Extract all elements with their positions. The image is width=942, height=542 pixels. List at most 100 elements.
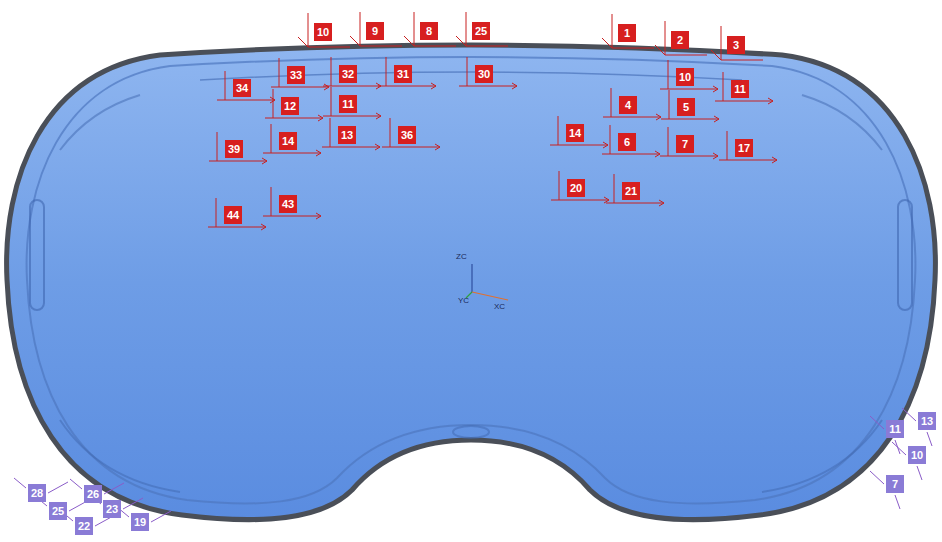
axis-line xyxy=(721,26,722,60)
axis-line xyxy=(559,171,560,200)
axis-line xyxy=(331,87,332,116)
axis-line xyxy=(551,200,609,201)
axis-line xyxy=(261,227,266,230)
axis-line xyxy=(659,200,664,203)
axis-line xyxy=(902,408,916,421)
axis-line xyxy=(656,114,661,117)
axis-line xyxy=(606,203,664,204)
axis-line xyxy=(324,87,329,90)
axis-line xyxy=(723,72,724,101)
axis-line xyxy=(263,153,321,154)
callout-number: 3 xyxy=(727,36,745,54)
axis-line xyxy=(316,150,321,153)
axis-line xyxy=(669,90,670,119)
axis-line xyxy=(768,101,773,104)
axis-line xyxy=(14,478,26,488)
axis-line xyxy=(917,466,922,480)
axis-line xyxy=(151,511,171,522)
axis-line xyxy=(655,45,665,55)
axis-line xyxy=(603,117,661,118)
axis-line xyxy=(713,89,718,92)
axis-line xyxy=(665,21,666,55)
callout-number: 7 xyxy=(676,135,694,153)
callout-number: 36 xyxy=(398,126,416,144)
axis-line xyxy=(404,36,414,46)
axis-line xyxy=(435,144,440,147)
axis-line xyxy=(512,86,517,89)
callout-number: 28 xyxy=(28,484,46,502)
axis-line xyxy=(375,144,380,147)
callout-number: 34 xyxy=(233,79,251,97)
axis-line xyxy=(612,14,613,48)
axis-line xyxy=(271,87,329,88)
axis-line xyxy=(512,83,517,86)
axis-line xyxy=(459,86,517,87)
axis-line xyxy=(466,12,467,46)
callout-number: 8 xyxy=(420,22,438,40)
callout-number: 25 xyxy=(472,22,490,40)
callout-number: 32 xyxy=(339,65,357,83)
callout-number: 2 xyxy=(671,31,689,49)
axis-label: ZC xyxy=(456,252,467,261)
axis-line xyxy=(316,213,321,216)
axis-line xyxy=(660,156,718,157)
callout-number: 14 xyxy=(279,132,297,150)
callout-number: 10 xyxy=(314,23,332,41)
axis-line xyxy=(378,86,436,87)
axis-line xyxy=(466,46,508,47)
axis-line xyxy=(123,498,143,509)
callout-number: 23 xyxy=(103,500,121,518)
axis-line xyxy=(550,145,608,146)
axis-line xyxy=(382,147,440,148)
axis-line xyxy=(262,158,267,161)
axis-line xyxy=(262,161,267,164)
axis-line xyxy=(265,118,323,119)
axis-line xyxy=(603,142,608,145)
axis-line xyxy=(350,36,360,46)
axis-line xyxy=(467,57,468,86)
axis-line xyxy=(225,71,226,100)
axis-line xyxy=(263,216,321,217)
axis-line xyxy=(721,60,763,61)
callout-number: 7 xyxy=(886,475,904,493)
axis-line xyxy=(602,154,660,155)
callout-number: 5 xyxy=(677,98,695,116)
axis-line xyxy=(208,227,266,228)
callout-number: 17 xyxy=(735,139,753,157)
axis-line xyxy=(330,118,331,147)
axis-line xyxy=(318,118,323,121)
axis-line xyxy=(70,479,82,489)
axis-line xyxy=(308,47,350,48)
axis-line xyxy=(48,482,68,493)
axis-label: YC xyxy=(458,296,469,305)
axis-line xyxy=(316,153,321,156)
axis-line xyxy=(772,160,777,163)
axis-line xyxy=(271,187,272,216)
axis-label: XC xyxy=(494,302,505,311)
axis-line xyxy=(261,224,266,227)
callout-number: 43 xyxy=(279,195,297,213)
callout-number: 1 xyxy=(618,24,636,42)
axis-line xyxy=(273,89,274,118)
axis-line xyxy=(772,157,777,160)
callout-number: 22 xyxy=(75,517,93,535)
axis-line xyxy=(431,86,436,89)
axis-line xyxy=(376,113,381,116)
axis-line xyxy=(376,116,381,119)
axis-line xyxy=(435,147,440,150)
axis-line xyxy=(318,115,323,118)
callout-number: 13 xyxy=(918,412,936,430)
axis-line xyxy=(104,483,124,494)
axis-line xyxy=(655,151,660,154)
axis-line xyxy=(558,116,559,145)
axis-line xyxy=(603,145,608,148)
axis-line xyxy=(614,174,615,203)
axis-line xyxy=(611,88,612,117)
axis-line xyxy=(870,416,884,429)
axis-line xyxy=(331,57,332,86)
callout-number: 31 xyxy=(394,65,412,83)
axis-line xyxy=(217,132,218,161)
callout-number: 30 xyxy=(475,65,493,83)
axis-line xyxy=(390,118,391,147)
